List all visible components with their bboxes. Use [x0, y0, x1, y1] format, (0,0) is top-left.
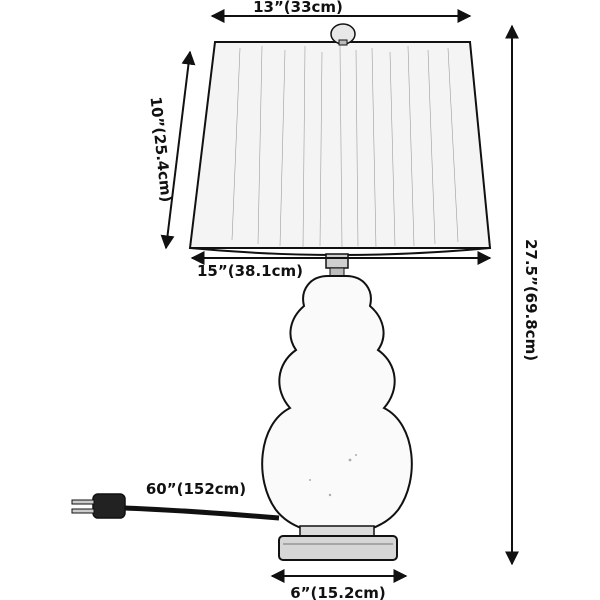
- power-cord: [124, 505, 280, 521]
- dimension-lines: [160, 9, 519, 583]
- lamp-shade: [188, 41, 492, 256]
- shade-bottom-width-label: 15”(38.1cm): [197, 262, 303, 280]
- gourd-body: [261, 275, 413, 536]
- shade-height-label: 10”(25.4cm): [146, 96, 175, 203]
- plug-icon: [71, 493, 126, 519]
- base-width-label: 6”(15.2cm): [290, 584, 386, 600]
- cord-length-label: 60”(152cm): [146, 480, 246, 498]
- shade-top-width-label: 13”(33cm): [253, 0, 343, 16]
- finial: [330, 23, 356, 46]
- lamp-base: [278, 525, 398, 561]
- total-height-label: 27.5”(69.8cm): [522, 239, 540, 361]
